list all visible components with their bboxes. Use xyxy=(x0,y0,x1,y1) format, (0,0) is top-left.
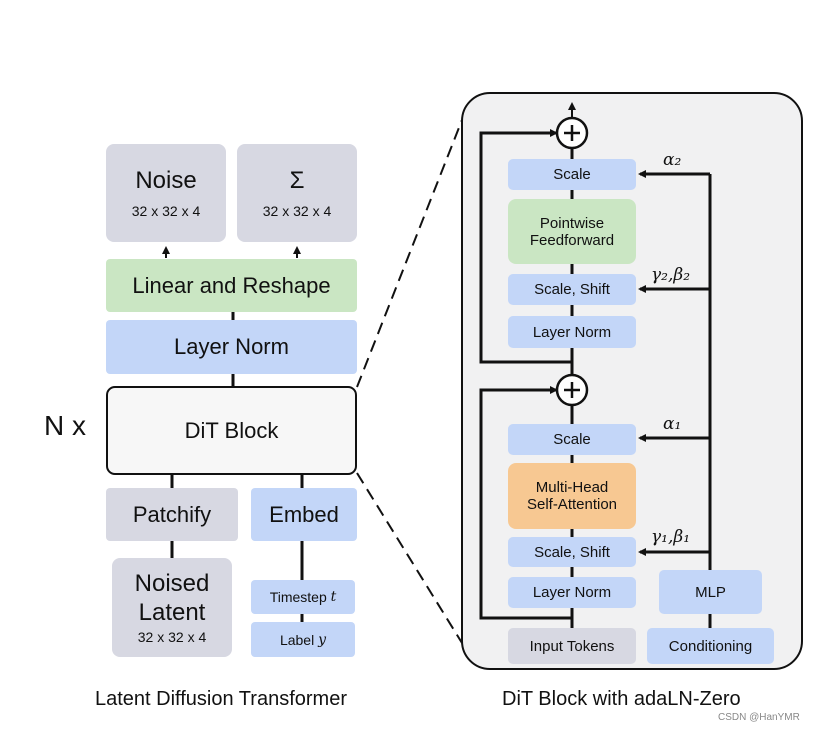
linear-reshape-box: Linear and Reshape xyxy=(106,259,357,312)
mlp-box: MLP xyxy=(659,570,762,614)
layer-norm-bottom-label: Layer Norm xyxy=(532,584,612,601)
noised-latent-line2: Latent xyxy=(138,598,206,626)
gamma1-beta1-label: γ₁,β₁ xyxy=(651,527,691,547)
scale-top-box: Scale xyxy=(508,159,636,190)
pointwise-ff-box: Pointwise Feedforward xyxy=(508,199,636,264)
gamma2-beta2-label: γ₂,β₂ xyxy=(651,265,691,285)
conditioning-box: Conditioning xyxy=(647,628,774,664)
scale-bottom-label: Scale xyxy=(553,431,591,448)
zoom-line-bottom xyxy=(356,472,463,644)
layer-norm-box: Layer Norm xyxy=(106,320,357,374)
mhsa-line2: Self-Attention xyxy=(526,496,618,513)
layer-norm-label: Layer Norm xyxy=(174,334,289,359)
pointwise-ff-line2: Feedforward xyxy=(529,231,615,249)
patchify-box: Patchify xyxy=(106,488,238,541)
alpha2-label: α₂ xyxy=(663,150,682,170)
label-box: Label y xyxy=(251,622,355,657)
timestep-label: Timestep xyxy=(269,589,331,605)
label-label: Label xyxy=(279,631,319,648)
dit-block-box: DiT Block xyxy=(106,386,357,475)
noise-label: Noise xyxy=(135,166,197,194)
dit-block-label: DiT Block xyxy=(184,417,279,443)
noised-latent-line1: Noised xyxy=(134,569,210,597)
scale-shift-bottom-label: Scale, Shift xyxy=(534,543,610,561)
layer-norm-top-label: Layer Norm xyxy=(532,323,612,341)
patchify-label: Patchify xyxy=(132,501,212,527)
scale-top-label: Scale xyxy=(553,166,591,183)
timestep-box: Timestep t xyxy=(251,580,355,614)
watermark: CSDN @HanYMR xyxy=(718,712,800,723)
mhsa-line1: Multi-Head xyxy=(535,479,609,496)
sigma-label: Σ xyxy=(289,166,305,194)
scale-shift-top-label: Scale, Shift xyxy=(534,281,610,298)
mhsa-box: Multi-Head Self-Attention xyxy=(508,463,636,529)
layer-norm-bottom-box: Layer Norm xyxy=(508,577,636,608)
layer-norm-top-box: Layer Norm xyxy=(508,316,636,348)
mlp-label: MLP xyxy=(695,583,726,601)
conditioning-label: Conditioning xyxy=(668,637,753,655)
noised-latent-dims: 32 x 32 x 4 xyxy=(137,629,207,646)
noise-output-box: Noise 32 x 32 x 4 xyxy=(106,144,226,242)
alpha1-label: α₁ xyxy=(663,414,682,434)
scale-bottom-box: Scale xyxy=(508,424,636,455)
pointwise-ff-line1: Pointwise xyxy=(539,214,605,232)
embed-label: Embed xyxy=(269,501,339,527)
scale-shift-top-box: Scale, Shift xyxy=(508,274,636,305)
linear-reshape-label: Linear and Reshape xyxy=(132,272,331,298)
left-caption: Latent Diffusion Transformer xyxy=(95,688,347,710)
embed-box: Embed xyxy=(251,488,357,541)
scale-shift-bottom-box: Scale, Shift xyxy=(508,537,636,567)
sigma-output-box: Σ 32 x 32 x 4 xyxy=(237,144,357,242)
repeat-label: N x xyxy=(44,410,86,441)
right-caption: DiT Block with adaLN-Zero xyxy=(502,688,741,710)
noised-latent-box: Noised Latent 32 x 32 x 4 xyxy=(112,558,232,657)
timestep-var: t xyxy=(330,589,337,605)
input-tokens-label: Input Tokens xyxy=(529,637,615,655)
label-var: y xyxy=(318,631,327,648)
noise-dims: 32 x 32 x 4 xyxy=(131,203,201,220)
zoom-line-top xyxy=(356,119,463,388)
sigma-dims: 32 x 32 x 4 xyxy=(262,203,332,220)
input-tokens-box: Input Tokens xyxy=(508,628,636,664)
